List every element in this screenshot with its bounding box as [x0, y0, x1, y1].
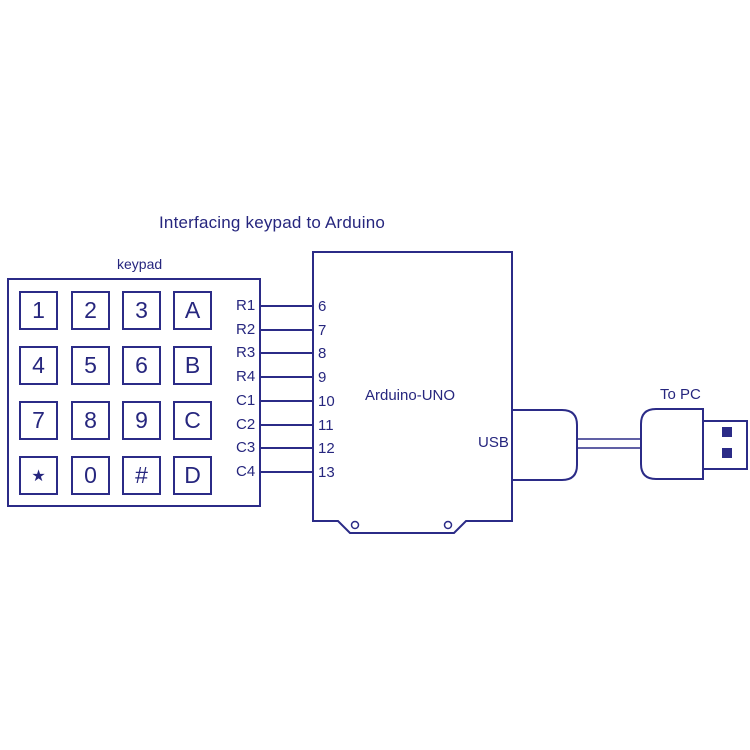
pin-number-6: 6	[318, 298, 327, 315]
col-label-c1: C1	[236, 392, 256, 409]
usb-contact-top	[722, 427, 732, 437]
keypad-key-c: C	[173, 401, 212, 440]
row-label-r1: R1	[236, 297, 256, 314]
keypad-key-d: D	[173, 456, 212, 495]
keypad-key-4: 4	[19, 346, 58, 385]
keypad-key-9: 9	[122, 401, 161, 440]
row-label-r2: R2	[236, 321, 256, 338]
keypad-key-7: 7	[19, 401, 58, 440]
pin-number-12: 12	[318, 440, 335, 457]
keypad-key-5: 5	[71, 346, 110, 385]
keypad-key-a: A	[173, 291, 212, 330]
pin-number-8: 8	[318, 345, 327, 362]
row-label-r3: R3	[236, 344, 256, 361]
keypad-key-0: 0	[71, 456, 110, 495]
mounting-hole-left	[350, 520, 360, 530]
keypad-key-hash: #	[122, 456, 161, 495]
keypad-key-2: 2	[71, 291, 110, 330]
pin-number-10: 10	[318, 393, 335, 410]
row-label-r4: R4	[236, 368, 256, 385]
keypad-box	[7, 278, 261, 507]
usb-label: USB	[478, 434, 509, 451]
col-label-c2: C2	[236, 416, 256, 433]
arduino-board-outline	[312, 251, 513, 534]
diagram-title: Interfacing keypad to Arduino	[159, 213, 386, 232]
keypad-key-1: 1	[19, 291, 58, 330]
keypad-label: keypad	[117, 256, 163, 272]
keypad-key-b: B	[173, 346, 212, 385]
wire-lines	[260, 305, 313, 473]
arduino-uno-label: Arduino-UNO	[365, 387, 456, 404]
col-label-c4: C4	[236, 463, 256, 480]
usb-plug-arduino	[512, 409, 578, 481]
pin-number-7: 7	[318, 322, 327, 339]
usb-metal-connector	[702, 420, 748, 470]
keypad-key-star: ★	[19, 456, 58, 495]
usb-contact-bottom	[722, 448, 732, 458]
keypad-key-6: 6	[122, 346, 161, 385]
pin-number-13: 13	[318, 464, 335, 481]
col-label-c3: C3	[236, 439, 256, 456]
mounting-hole-right	[443, 520, 453, 530]
keypad-key-8: 8	[71, 401, 110, 440]
usb-plug-pc	[640, 408, 704, 480]
to-pc-label: To PC	[660, 386, 701, 403]
keypad-key-3: 3	[122, 291, 161, 330]
pin-number-9: 9	[318, 369, 327, 386]
usb-cable	[577, 438, 641, 449]
pin-number-11: 11	[318, 417, 334, 434]
